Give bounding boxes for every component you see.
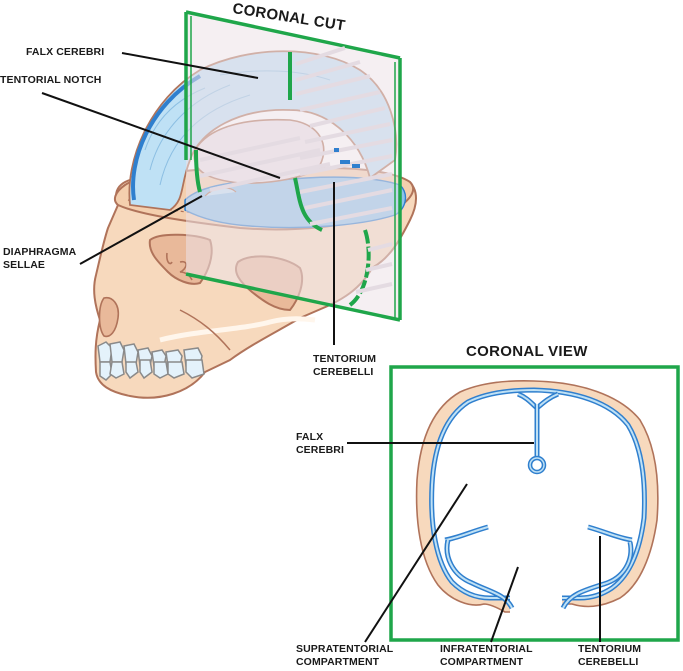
- label-infratentorial-compartment: INFRATENTORIAL COMPARTMENT: [440, 643, 533, 668]
- tentorium-cut-left: [194, 149, 202, 193]
- label-coronal-falx-cerebri: FALX CEREBRI: [296, 431, 344, 456]
- label-supratentorial-compartment: SUPRATENTORIAL COMPARTMENT: [296, 643, 394, 668]
- bone-highlight: [159, 316, 316, 343]
- plane-edge-inner: [190, 16, 396, 318]
- label-tentorium-cerebelli: TENTORIUM CEREBELLI: [313, 353, 377, 378]
- coronal-view-title: CORONAL VIEW: [466, 343, 588, 360]
- coronal-cut-plane: [184, 10, 402, 322]
- maxilla-line: [179, 309, 231, 351]
- foramen-magnum-gap: [510, 590, 562, 620]
- teeth: [97, 341, 205, 381]
- label-coronal-tentorium-cerebelli: TENTORIUM CEREBELLI: [578, 643, 642, 668]
- coronal-view-panel: [347, 365, 680, 643]
- leader-falx-cerebri: [121, 52, 259, 79]
- leader-diaphragma-sellae: [79, 195, 203, 265]
- orbit-detail: [166, 252, 193, 281]
- label-falx-cerebri: FALX CEREBRI: [26, 46, 105, 58]
- superior-sagittal-sinus: [131, 74, 202, 201]
- leader-infratentorial: [490, 566, 519, 643]
- coronal-dura-inner: [430, 388, 646, 599]
- plane-edge: [184, 10, 402, 322]
- transverse-sinus-marks: [334, 148, 360, 168]
- coronal-falx: [516, 391, 559, 475]
- leader-lines-coronal: [347, 442, 601, 643]
- leader-tentorial-notch: [41, 92, 281, 179]
- coronal-tentorium-left: [444, 524, 515, 610]
- tentorium-cut-right: [293, 177, 323, 232]
- label-tentorial-notch: TENTORIAL NOTCH: [0, 74, 102, 86]
- plane-face: [186, 12, 400, 320]
- leader-lines-3d: [41, 52, 335, 345]
- leader-supratentorial: [364, 483, 468, 643]
- label-diaphragma-sellae: DIAPHRAGMA SELLAE: [3, 246, 77, 271]
- coronal-tentorium-right: [560, 524, 634, 610]
- plane-hatching: [199, 46, 393, 294]
- nasal-aperture: [98, 296, 120, 338]
